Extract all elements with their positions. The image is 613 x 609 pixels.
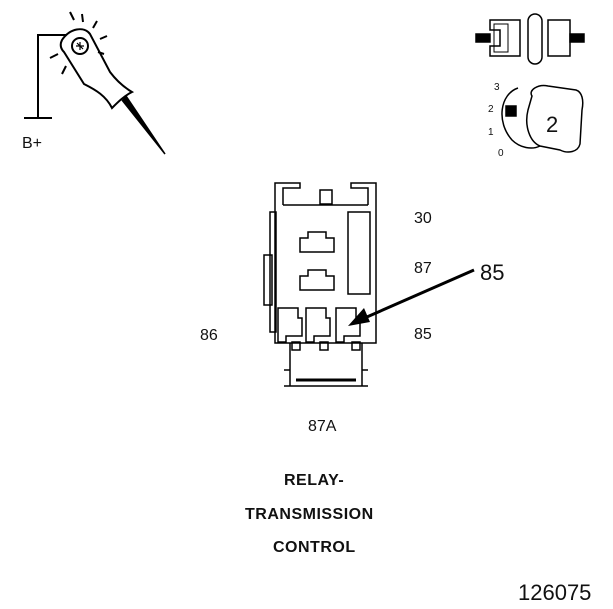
terminal-30-label: 30: [414, 210, 432, 227]
disconnected-connector-icon: [475, 13, 585, 65]
terminal-85-label: 85: [414, 326, 432, 343]
ignition-key-icon: [501, 84, 584, 153]
supply-label: B+: [22, 135, 43, 152]
caption-line-1: RELAY-: [284, 472, 345, 489]
terminal-87a-label: 87A: [308, 418, 337, 435]
relay-connector-body: [263, 182, 377, 387]
caption-line-3: CONTROL: [273, 539, 356, 556]
caption-line-2: TRANSMISSION: [245, 506, 374, 523]
figure-number: 126075: [518, 580, 592, 605]
terminal-86-label: 86: [200, 327, 218, 344]
pointer-arrow: [348, 268, 475, 326]
ignition-selected-position: 2: [546, 112, 559, 137]
ignition-position-2: 2: [488, 104, 494, 115]
ignition-position-1: 1: [488, 127, 494, 138]
terminal-87-label: 87: [414, 260, 432, 277]
pointer-label: 85: [480, 260, 505, 285]
ignition-position-0: 0: [498, 148, 504, 159]
ignition-position-3: 3: [494, 82, 500, 93]
test-lamp-icon: [24, 11, 166, 155]
